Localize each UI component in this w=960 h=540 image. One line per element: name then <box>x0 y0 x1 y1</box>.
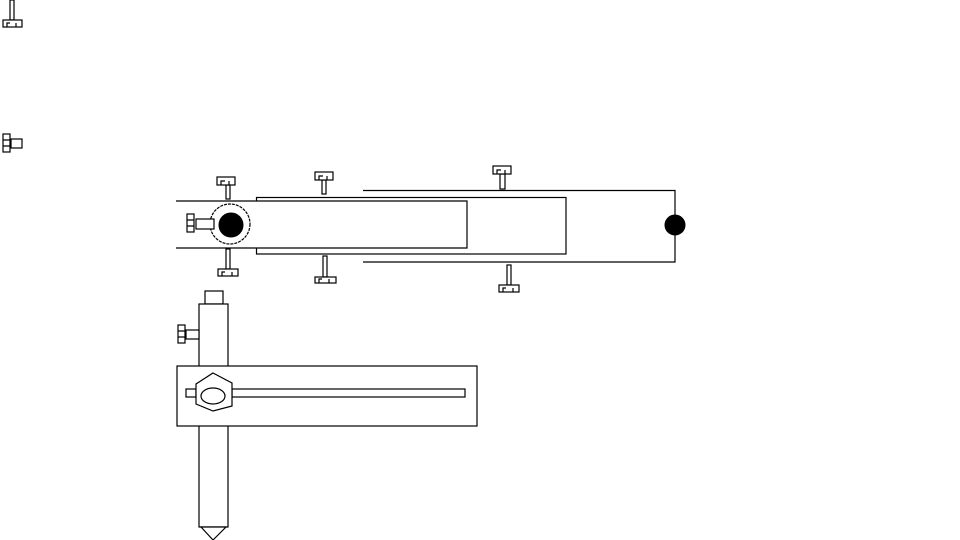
slot <box>231 388 466 398</box>
t-screw-palette-icon[interactable] <box>2 0 23 28</box>
nut-bore <box>200 387 226 405</box>
t-screw-icon <box>217 248 239 277</box>
column-plate-assembly <box>176 290 478 540</box>
hex-bolt-palette-icon[interactable] <box>2 133 23 153</box>
t-screw-icon <box>492 165 512 190</box>
t-screw-icon <box>498 264 520 293</box>
t-screw-icon <box>216 176 236 200</box>
pivot-pin <box>218 212 244 238</box>
t-screw-icon <box>314 171 334 195</box>
column-cap <box>204 290 224 305</box>
inner-arm <box>176 200 468 249</box>
column-tip <box>199 526 228 540</box>
telescoping-arm-assembly <box>176 165 686 293</box>
column-bolt-icon <box>177 324 200 344</box>
pivot-bolt-icon <box>186 213 215 233</box>
slot-stub <box>185 388 197 398</box>
end-pin <box>664 214 686 236</box>
t-screw-icon <box>314 255 337 284</box>
